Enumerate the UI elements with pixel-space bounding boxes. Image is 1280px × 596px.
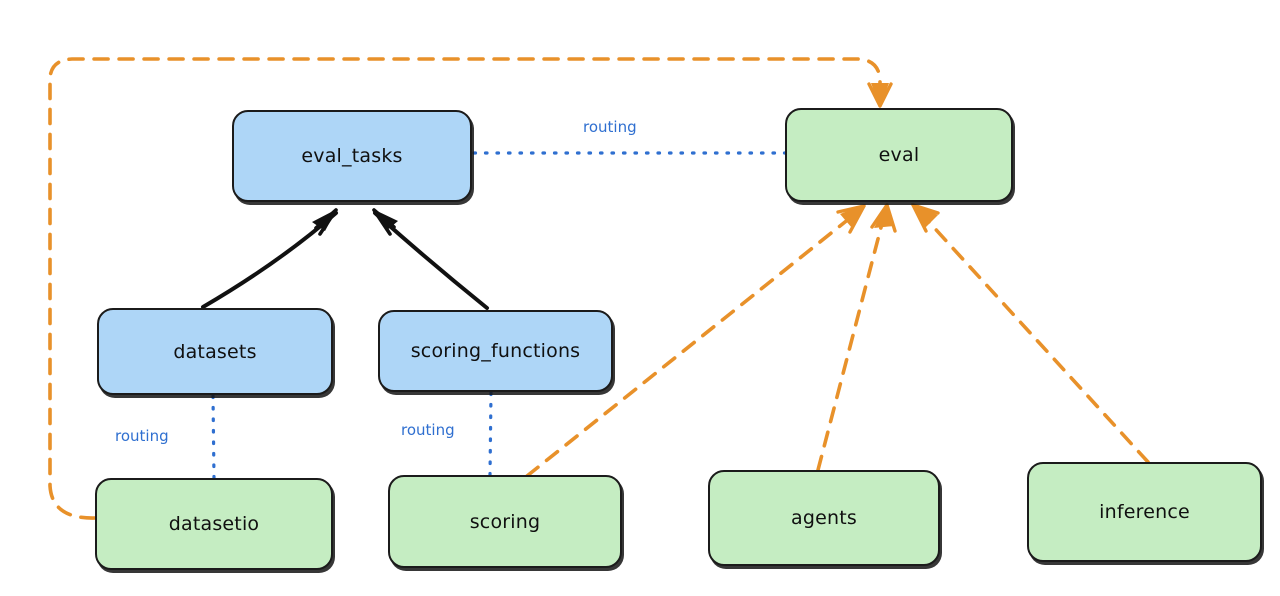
node-label-scoring: scoring: [469, 510, 541, 533]
node-scoring[interactable]: scoring: [388, 475, 622, 568]
node-inference[interactable]: inference: [1027, 462, 1262, 562]
node-label-inference: inference: [1099, 501, 1190, 523]
edge-agents-to-eval: [816, 203, 897, 472]
node-label-eval-tasks: eval_tasks: [301, 145, 403, 167]
edge-inference-to-eval: [911, 203, 1150, 464]
node-datasetio[interactable]: datasetio: [95, 478, 333, 570]
node-label-scoring-functions: scoring_functions: [410, 340, 581, 362]
node-label-agents: agents: [791, 507, 857, 529]
node-label-eval: eval: [878, 144, 920, 166]
edge-scoring-functions-to-eval-tasks: [372, 208, 489, 310]
edge-label-routing-scoring: routing: [398, 421, 458, 439]
edge-scoring-functions-to-scoring: [488, 391, 493, 477]
node-eval-tasks[interactable]: eval_tasks: [232, 110, 472, 202]
edge-label-routing-datasetio: routing: [112, 427, 172, 445]
node-scoring-functions[interactable]: scoring_functions: [378, 310, 613, 392]
edge-datasets-to-datasetio: [211, 394, 216, 480]
node-eval[interactable]: eval: [785, 108, 1013, 202]
edge-datasets-to-eval-tasks: [201, 208, 338, 309]
node-label-datasets: datasets: [173, 340, 257, 363]
node-datasets[interactable]: datasets: [97, 308, 333, 395]
node-agents[interactable]: agents: [708, 470, 940, 566]
node-label-datasetio: datasetio: [168, 513, 260, 535]
edge-label-routing-eval: routing: [580, 118, 640, 136]
